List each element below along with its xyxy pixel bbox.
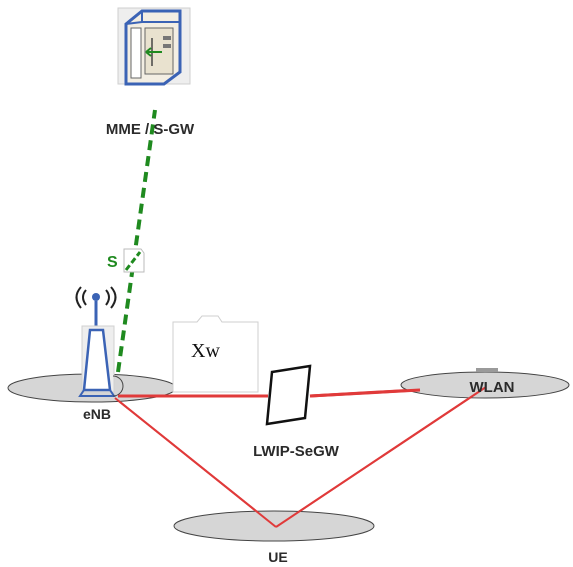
xw-label-box — [172, 315, 259, 393]
enb-label: eNB — [83, 406, 111, 422]
lwip-segw-label: LWIP-SeGW — [253, 443, 340, 460]
antenna-tower-icon — [75, 286, 117, 397]
ue-label: UE — [268, 549, 287, 565]
xw-label: Xw — [191, 340, 220, 362]
wlan-label: WLAN — [470, 379, 515, 396]
gateway-box-icon — [265, 364, 312, 426]
s1-label: S — [107, 254, 118, 271]
s1-link — [116, 109, 157, 373]
server-icon — [117, 7, 191, 86]
mme-sgw-label: MME / S-GW — [106, 121, 195, 138]
